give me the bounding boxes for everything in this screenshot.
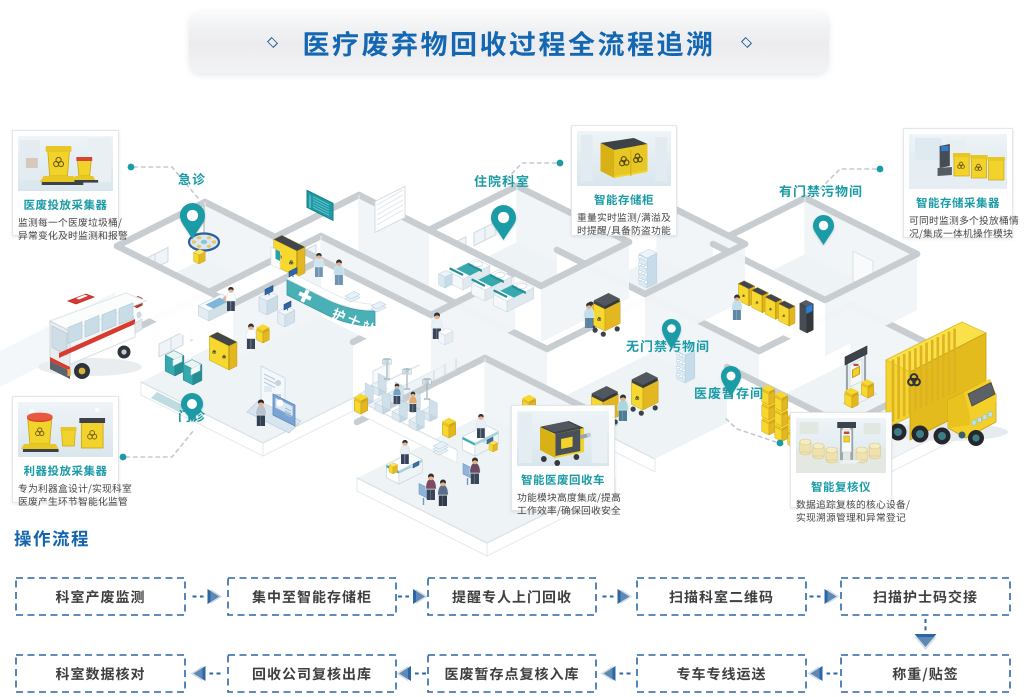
flow-step-row1-1[interactable]: 科室产废监测 (55, 586, 146, 607)
pin-open-room: 无门禁污物间 (626, 336, 710, 355)
map-pin-icon (490, 205, 516, 240)
page-title: 医疗废弃物回收过程全流程追溯 (302, 22, 716, 62)
card-storage-cabinet: 智能存储柜 重量实时监测/满溢及时提醒/具备防盗功能 (571, 125, 677, 237)
truck (884, 321, 1008, 446)
pin-emergency-label: 急诊 (177, 169, 207, 188)
ambulance (38, 292, 148, 379)
flow-step-row1-2[interactable]: 集中至智能存储柜 (252, 586, 372, 607)
card-sharps-collector-desc: 专为利器盒设计/实现科室医废产生环节智能化监管 (18, 481, 133, 508)
card-waste-collector-photo (18, 136, 113, 191)
card-waste-collector: 医废投放采集器 监测每一个医废垃圾桶/异常变化及时监测和报警 (12, 130, 128, 242)
card-recycle-cart: 智能医废回收车 功能模块高度集成/提高工作效率/确保回收安全 (511, 405, 621, 517)
pin-inpatient: 住院科室 (474, 171, 530, 191)
flow-step-row2-3[interactable]: 医废暂存点复核入库 (444, 663, 580, 684)
card-review-device-title: 智能复核仪 (811, 479, 871, 495)
card-recycle-cart-title: 智能医废回收车 (521, 472, 605, 488)
card-storage-collector-title: 智能存储采集器 (916, 195, 1000, 211)
card-review-device-desc: 数据追踪复核的核心设备/实现溯源管理和异常登记 (796, 497, 911, 524)
flow-step-row1-5[interactable]: 扫描护士码交接 (873, 586, 978, 607)
card-storage-cabinet-title: 智能存储柜 (594, 192, 654, 208)
flow-step-row2-1[interactable]: 科室数据核对 (55, 663, 146, 684)
flow-step-row2-2[interactable]: 回收公司复核出库 (252, 663, 372, 684)
card-storage-collector: 智能存储采集器 可同时监测多个投放桶情况/集成一体机操作模块 (903, 128, 1019, 240)
pin-open-room-label: 无门禁污物间 (625, 336, 711, 355)
pin-storage-room: 医废暂存间 (694, 383, 764, 402)
card-waste-collector-title: 医废投放采集器 (23, 197, 108, 213)
card-storage-collector-desc: 可同时监测多个投放桶情况/集成一体机操作模块 (909, 213, 1019, 240)
card-review-device-photo (796, 418, 886, 473)
card-recycle-cart-photo (517, 411, 609, 466)
card-storage-cabinet-photo (577, 131, 671, 186)
flow-step-row2-5[interactable]: 称重/贴签 (892, 663, 959, 684)
map-pin-icon (661, 319, 681, 349)
pin-emergency: 急诊 (178, 169, 206, 189)
map-pin-icon (179, 203, 205, 239)
card-waste-collector-desc: 监测每一个医废垃圾桶/异常变化及时监测和报警 (18, 215, 128, 242)
pin-storage-room-label: 医废暂存间 (694, 383, 764, 402)
pin-inpatient-label: 住院科室 (473, 171, 531, 190)
map-pin-icon (812, 215, 834, 245)
card-sharps-collector: 利器投放采集器 专为利器盒设计/实现科室医废产生环节智能化监管 (12, 396, 132, 508)
pin-gated-room-label: 有门禁污物间 (778, 181, 864, 200)
card-review-device: 智能复核仪 数据追踪复核的核心设备/实现溯源管理和异常登记 (790, 412, 910, 524)
map-pin-icon (721, 366, 741, 396)
card-storage-collector-photo (909, 134, 1007, 189)
card-storage-cabinet-desc: 重量实时监测/满溢及时提醒/具备防盗功能 (577, 210, 672, 237)
card-sharps-collector-title: 利器投放采集器 (23, 463, 108, 479)
title-banner: 医疗废弃物回收过程全流程追溯 (189, 11, 829, 73)
flow-step-row2-4[interactable]: 专车专线运送 (676, 663, 767, 684)
flow-step-row1-4[interactable]: 扫描科室二维码 (669, 586, 774, 607)
flow-heading: 操作流程 (14, 526, 90, 551)
map-pin-icon (181, 393, 203, 422)
flow-step-row1-3[interactable]: 提醒专人上门回收 (452, 586, 572, 607)
card-sharps-collector-photo (18, 402, 113, 457)
card-recycle-cart-desc: 功能模块高度集成/提高工作效率/确保回收安全 (517, 490, 622, 517)
pin-gated-room: 有门禁污物间 (779, 181, 863, 201)
